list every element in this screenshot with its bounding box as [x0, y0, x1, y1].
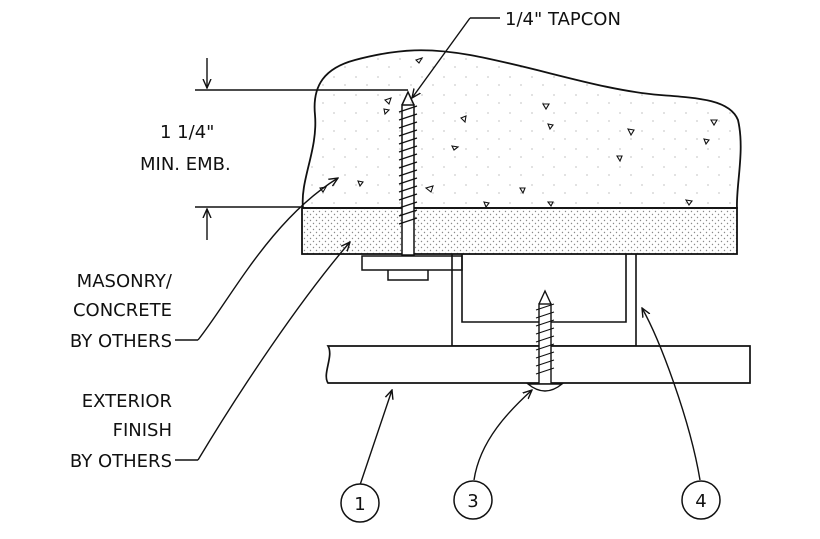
embed-label-line2: MIN. EMB.	[140, 154, 231, 175]
masonry-label-line1: MASONRY/	[77, 271, 173, 292]
concrete-mass	[301, 49, 742, 209]
bracket-base-plate	[361, 255, 463, 271]
callout-1: 1	[340, 483, 380, 523]
masonry-label-line3: BY OTHERS	[70, 331, 172, 352]
svg-text:3: 3	[467, 491, 478, 512]
masonry-label-line2: CONCRETE	[73, 300, 172, 321]
embed-label-line1: 1 1/4"	[160, 122, 214, 143]
finish-label-line3: BY OTHERS	[70, 451, 172, 472]
finish-panel	[325, 345, 751, 384]
finish-label-line2: FINISH	[113, 420, 172, 441]
finish-label-line1: EXTERIOR	[82, 391, 172, 412]
callout-3: 3	[453, 480, 493, 520]
svg-text:1: 1	[354, 494, 365, 515]
callout-4: 4	[681, 480, 721, 520]
tapcon-label: 1/4" TAPCON	[505, 9, 621, 30]
masonry-leader	[175, 178, 338, 341]
exterior-finish-layer	[301, 207, 738, 255]
finish-leader	[175, 242, 350, 461]
tapcon-leader	[412, 17, 500, 98]
panel-screw	[526, 289, 564, 392]
callout-leaders	[359, 308, 701, 486]
svg-text:4: 4	[695, 491, 706, 512]
embedment-dimension	[195, 58, 408, 240]
